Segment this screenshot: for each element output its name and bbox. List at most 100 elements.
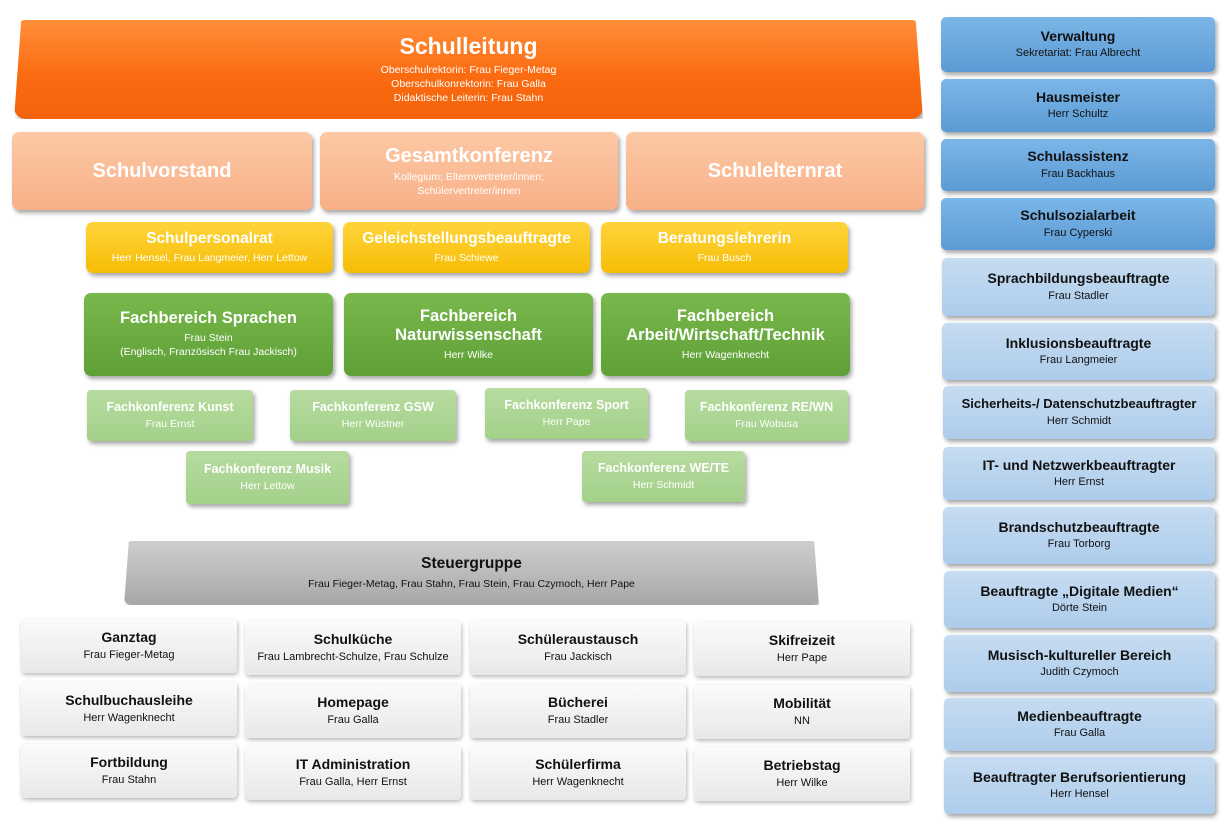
box-title: IT- und Netzwerkbeauftragter xyxy=(982,456,1176,473)
fachkonferenz-wete-box: Fachkonferenz WE/TE Herr Schmidt xyxy=(582,451,745,502)
bereich-ganztag-box: Ganztag Frau Fieger-Metag xyxy=(21,619,237,673)
box-subtitle: Frau Stadler xyxy=(1048,289,1109,302)
fachkonferenz-musik-box: Fachkonferenz Musik Herr Lettow xyxy=(186,451,349,504)
box-subtitle: Herr Wüstner xyxy=(341,417,405,430)
fachkonferenz-gsw-box: Fachkonferenz GSW Herr Wüstner xyxy=(290,390,456,441)
gesamtkonferenz-line: Kollegium; Elternvertreter/innen; xyxy=(394,170,544,183)
gesamtkonferenz-line: Schülervertreter/innen xyxy=(417,185,521,197)
musisch-kulturell-box: Musisch-kultureller Bereich Judith Czymo… xyxy=(944,635,1215,692)
box-subtitle: Frau Wobusa xyxy=(735,417,798,430)
box-title: Betriebstag xyxy=(763,757,841,774)
box-title: Beauftragte „Digitale Medien“ xyxy=(980,582,1179,599)
schulelternrat-box: Schulelternrat xyxy=(626,132,924,210)
box-title: Hausmeister xyxy=(1035,88,1121,105)
bereich-schulbuchausleihe-box: Schulbuchausleihe Herr Wagenknecht xyxy=(21,682,237,736)
bereich-homepage-box: Homepage Frau Galla xyxy=(245,684,461,738)
box-subtitle: Herr Wilke xyxy=(444,349,493,362)
box-title: Bücherei xyxy=(548,694,608,711)
box-title: Musisch-kultureller Bereich xyxy=(987,646,1172,663)
bereich-fortbildung-box: Fortbildung Frau Stahn xyxy=(21,744,237,798)
bereich-mobilitaet-box: Mobilität NN xyxy=(694,685,910,739)
box-title: Schülerfirma xyxy=(535,756,621,773)
brandschutz-box: Brandschutzbeauftragte Frau Torborg xyxy=(943,507,1215,564)
schulsozialarbeit-box: Schulsozialarbeit Frau Cyperski xyxy=(941,198,1215,250)
box-title: Fachkonferenz WE/TE xyxy=(597,460,730,475)
gesamtkonferenz-title: Gesamtkonferenz xyxy=(385,144,553,167)
box-subtitle: Herr Wagenknecht xyxy=(681,349,770,362)
box-title: Skifreizeit xyxy=(768,632,836,649)
box-subtitle: Herr Schmidt xyxy=(1046,414,1112,427)
box-subtitle: Herr Schmidt xyxy=(632,478,695,491)
box-title: Brandschutzbeauftragte xyxy=(998,518,1160,535)
box-title: Schulküche xyxy=(313,631,393,648)
fachbereich-naturwissenschaft-box: Fachbereich Naturwissenschaft Herr Wilke xyxy=(344,293,593,376)
medien-box: Medienbeauftragte Frau Galla xyxy=(944,698,1215,751)
box-subtitle: Frau Torborg xyxy=(1047,538,1111,551)
schulelternrat-title: Schulelternrat xyxy=(707,160,843,182)
schulleitung-line: Oberschulkonrektorin: Frau Galla xyxy=(391,78,546,91)
verwaltung-box: Verwaltung Sekretariat: Frau Albrecht xyxy=(941,17,1215,72)
bereich-betriebstag-box: Betriebstag Herr Wilke xyxy=(694,747,910,801)
box-subtitle: Frau Jackisch xyxy=(544,650,612,663)
steuergruppe-members: Frau Fieger-Metag, Frau Stahn, Frau Stei… xyxy=(308,578,635,591)
schulvorstand-title: Schulvorstand xyxy=(92,160,232,182)
box-subtitle: Herr Hensel xyxy=(1050,788,1109,801)
box-title: Fachkonferenz Kunst xyxy=(106,399,234,414)
box-title: Homepage xyxy=(317,694,389,711)
box-subtitle: Herr Hensel, Frau Langmeier, Herr Lettow xyxy=(111,252,308,265)
box-title: Sprachbildungsbeauftragte xyxy=(987,270,1170,287)
box-subtitle: Herr Pape xyxy=(542,415,591,428)
sprachbildung-box: Sprachbildungsbeauftragte Frau Stadler xyxy=(942,258,1215,316)
box-title: Fortbildung xyxy=(90,754,168,771)
box-subtitle: NN xyxy=(794,714,810,727)
box-subtitle: Frau Galla xyxy=(327,713,379,726)
fachbereich-awt-box: Fachbereich Arbeit/Wirtschaft/Technik He… xyxy=(601,293,850,376)
box-subtitle: Frau Schiewe xyxy=(434,252,499,265)
bereich-schuelerfirma-box: Schülerfirma Herr Wagenknecht xyxy=(470,746,686,800)
box-title: Fachbereich xyxy=(676,306,775,325)
box-subtitle: (Englisch, Französisch Frau Jackisch) xyxy=(120,346,297,359)
box-subtitle: Frau Galla xyxy=(1053,727,1106,740)
box-title: Geleichstellungsbeauftragte xyxy=(362,229,571,247)
datenschutz-box: Sicherheits-/ Datenschutzbeauftragter He… xyxy=(943,386,1215,439)
digitale-medien-box: Beauftragte „Digitale Medien“ Dörte Stei… xyxy=(944,571,1215,628)
box-subtitle: Judith Czymoch xyxy=(1040,666,1119,679)
bereich-it-administration-box: IT Administration Frau Galla, Herr Ernst xyxy=(245,746,461,800)
box-title: Fachkonferenz Musik xyxy=(203,461,332,476)
box-subtitle: Frau Backhaus xyxy=(1041,167,1115,180)
steuergruppe-title: Steuergruppe xyxy=(421,554,522,572)
hausmeister-box: Hausmeister Herr Schultz xyxy=(941,79,1215,132)
box-title: Fachkonferenz RE/WN xyxy=(699,399,834,414)
box-title: Schüleraustausch xyxy=(517,631,639,648)
box-title: Inklusionsbeauftragte xyxy=(1005,334,1152,351)
box-title: Medienbeauftragte xyxy=(1017,707,1142,724)
schulleitung-title: Schulleitung xyxy=(399,33,538,60)
box-title: Mobilität xyxy=(773,695,831,712)
box-subtitle: Dörte Stein xyxy=(1051,602,1108,615)
box-title: Schulbuchausleihe xyxy=(65,692,193,709)
schulassistenz-box: Schulassistenz Frau Backhaus xyxy=(941,139,1215,191)
box-title: Ganztag xyxy=(101,629,157,646)
box-subtitle: Frau Stadler xyxy=(547,713,609,726)
box-subtitle: Frau Cyperski xyxy=(1043,226,1113,239)
box-title: Fachbereich Sprachen xyxy=(120,309,297,328)
box-subtitle: Frau Galla, Herr Ernst xyxy=(299,775,407,788)
bereich-buecherei-box: Bücherei Frau Stadler xyxy=(470,684,686,738)
schulvorstand-box: Schulvorstand xyxy=(12,132,312,210)
box-subtitle: Frau Lambrecht-Schulze, Frau Schulze xyxy=(257,650,449,663)
box-subtitle: Herr Ernst xyxy=(1053,476,1105,489)
box-title: Schulpersonalrat xyxy=(146,229,273,247)
box-subtitle: Herr Schultz xyxy=(1047,108,1109,121)
box-title: IT Administration xyxy=(295,756,411,773)
bereich-skifreizeit-box: Skifreizeit Herr Pape xyxy=(694,622,910,676)
box-title: Fachkonferenz GSW xyxy=(312,399,434,414)
schulleitung-box: Schulleitung Oberschulrektorin: Frau Fie… xyxy=(14,20,923,119)
fachkonferenz-rewn-box: Fachkonferenz RE/WN Frau Wobusa xyxy=(685,390,848,441)
box-title: Beratungslehrerin xyxy=(657,229,792,247)
box-subtitle: Sekretariat: Frau Albrecht xyxy=(1015,47,1141,60)
box-subtitle: Frau Stahn xyxy=(101,773,157,786)
berufsorientierung-box: Beauftragter Berufsorientierung Herr Hen… xyxy=(944,757,1215,814)
schulpersonalrat-box: Schulpersonalrat Herr Hensel, Frau Langm… xyxy=(86,222,333,273)
box-title: Sicherheits-/ Datenschutzbeauftragter xyxy=(961,396,1197,412)
box-subtitle: Frau Langmeier xyxy=(1039,354,1118,367)
